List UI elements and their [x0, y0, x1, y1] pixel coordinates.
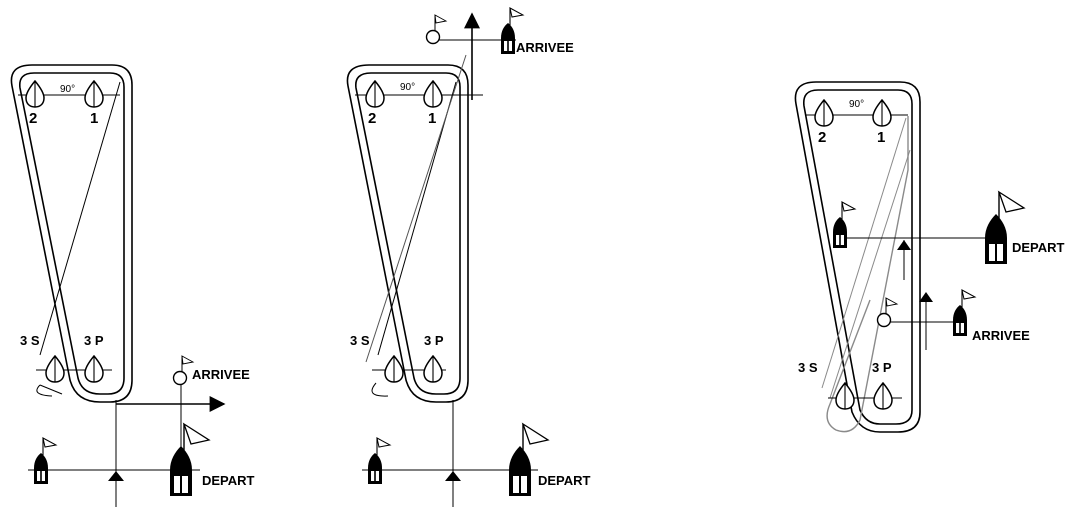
course-diagram-2: 90° 2 1 3 S 3 P ARRIVEE DEPART — [346, 7, 591, 507]
course-leg — [39, 384, 63, 395]
course-leg — [829, 149, 911, 399]
mark-3p-label: 3 P — [84, 333, 104, 348]
start-label: DEPART — [1012, 240, 1065, 255]
course-diagram-1: 90° 2 1 3 S 3 P ARRIVEE DEPART — [10, 64, 255, 507]
course-leg — [365, 54, 467, 363]
course-outline-faded — [826, 116, 909, 433]
mark-2-label: 2 — [818, 129, 826, 146]
pin-boat-icon — [33, 437, 57, 485]
wind-arrow-icon — [108, 471, 124, 481]
mark-2-buoy-icon — [25, 80, 45, 108]
course-outline-inner — [18, 72, 125, 395]
angle-label: 90° — [849, 99, 864, 110]
mark-1-buoy-icon — [872, 99, 892, 127]
finish-label: ARRIVEE — [972, 328, 1030, 343]
course-leg — [377, 81, 457, 356]
wind-arrow-icon — [897, 240, 911, 250]
mark-2-label: 2 — [29, 110, 37, 127]
mark-1-label: 1 — [90, 110, 98, 127]
mark-3p-buoy-icon — [873, 382, 893, 410]
mark-2-buoy-icon — [365, 80, 385, 108]
finish-buoy-icon — [172, 355, 194, 386]
mark-3s-buoy-icon — [384, 355, 404, 383]
mark-3s-label: 3 S — [798, 360, 818, 375]
mark-3s-buoy-icon — [45, 355, 65, 383]
mark-3p-label: 3 P — [872, 360, 892, 375]
course-leg — [39, 81, 121, 356]
mark-3p-buoy-icon — [423, 355, 443, 383]
finish-label: ARRIVEE — [516, 40, 574, 55]
course-leg — [371, 382, 389, 397]
course-leg — [821, 117, 907, 389]
mark-3s-label: 3 S — [350, 333, 370, 348]
pin-boat-icon — [367, 437, 391, 485]
start-label: DEPART — [202, 473, 255, 488]
angle-label: 90° — [60, 84, 75, 95]
course-outline-outer — [10, 64, 133, 403]
mark-3s-buoy-icon — [835, 382, 855, 410]
course-outline-outer — [794, 81, 921, 433]
finish-direction-icon — [919, 292, 933, 302]
course-outline-outer — [346, 64, 469, 403]
mark-1-buoy-icon — [423, 80, 443, 108]
mark-3s-label: 3 S — [20, 333, 40, 348]
start-label: DEPART — [538, 473, 591, 488]
mark-1-label: 1 — [877, 129, 885, 146]
angle-label: 90° — [400, 82, 415, 93]
finish-label: ARRIVEE — [192, 367, 250, 382]
finish-buoy-icon — [425, 14, 447, 45]
mark-2-label: 2 — [368, 110, 376, 127]
course-leg — [36, 384, 53, 397]
course-diagram-3: 90° 2 1 3 S 3 P DEPART ARRIVEE — [794, 81, 1065, 433]
mark-3p-label: 3 P — [424, 333, 444, 348]
course-outline-inner — [802, 89, 913, 425]
mark-1-buoy-icon — [84, 80, 104, 108]
wind-arrow-icon — [445, 471, 461, 481]
pin-boat-icon — [832, 201, 856, 249]
mark-3p-buoy-icon — [84, 355, 104, 383]
mark-2-buoy-icon — [814, 99, 834, 127]
mark-1-label: 1 — [428, 110, 436, 127]
